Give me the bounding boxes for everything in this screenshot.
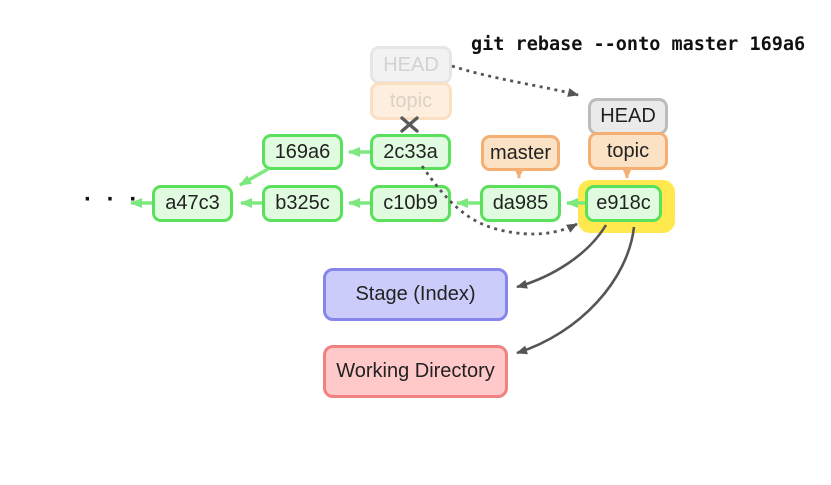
commit-c10b9: c10b9 xyxy=(370,185,451,222)
commit-169a6: 169a6 xyxy=(262,134,343,170)
topic-text: topic xyxy=(606,139,650,162)
commit-da985: da985 xyxy=(480,185,561,222)
command-title: git rebase --onto master 169a6 xyxy=(471,34,806,55)
stage-index-box: Stage (Index) xyxy=(323,268,508,321)
history-ellipsis: · · · xyxy=(84,186,142,213)
topic-label: topic xyxy=(588,132,668,170)
commit-b325c-text: b325c xyxy=(275,192,330,214)
ghost-topic-label: topic xyxy=(370,82,452,120)
master-text: master xyxy=(489,141,552,164)
arrow-head-move-dashed xyxy=(451,64,579,97)
ghost-head-label: HEAD xyxy=(370,46,452,84)
master-label: master xyxy=(481,135,560,171)
stage-index-text: Stage (Index) xyxy=(355,283,476,305)
commit-2c33a: 2c33a xyxy=(370,134,451,170)
arrow-169a6-to-a47c3 xyxy=(239,167,269,187)
head-text: HEAD xyxy=(600,105,656,127)
ghost-head-text: HEAD xyxy=(383,53,439,76)
commit-169a6-text: 169a6 xyxy=(274,140,331,163)
commit-2c33a-text: 2c33a xyxy=(383,140,438,163)
arrow-e918c-to-working xyxy=(516,226,636,355)
commit-b325c: b325c xyxy=(262,185,343,222)
ghost-topic-text: topic xyxy=(389,89,433,112)
commit-a47c3: a47c3 xyxy=(152,185,233,222)
commit-a47c3-text: a47c3 xyxy=(165,192,220,214)
working-directory-text: Working Directory xyxy=(336,360,495,382)
commit-e918c-text: e918c xyxy=(596,192,651,214)
working-directory-box: Working Directory xyxy=(323,345,508,398)
commit-c10b9-text: c10b9 xyxy=(383,192,438,214)
commit-e918c: e918c xyxy=(585,185,662,222)
head-label: HEAD xyxy=(588,98,668,135)
arrow-e918c-to-stage xyxy=(516,224,608,289)
commit-da985-text: da985 xyxy=(492,192,549,214)
